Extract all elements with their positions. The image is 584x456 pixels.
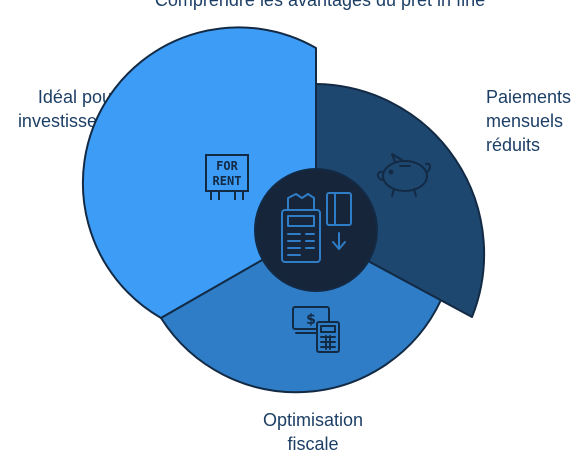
money-calculator-icon: $ bbox=[292, 306, 340, 353]
pie-diagram: FOR RENT $ bbox=[81, 26, 486, 394]
segment-right bbox=[315, 83, 486, 318]
calculator-card-icon bbox=[281, 192, 352, 263]
for-rent-sign-icon: FOR RENT bbox=[205, 154, 249, 200]
segment-label-right: Paiements mensuels réduits bbox=[486, 85, 571, 157]
segment-label-line: Optimisation bbox=[262, 410, 364, 430]
segment-bottom bbox=[160, 229, 442, 394]
svg-text:$: $ bbox=[306, 312, 316, 328]
page-title: Comprendre les avantages du prêt in fine bbox=[154, 0, 486, 10]
for-rent-text-line: RENT bbox=[213, 174, 242, 188]
segment-label-line: réduits bbox=[486, 135, 541, 155]
piggy-bank-icon bbox=[376, 153, 431, 197]
center-circle bbox=[254, 168, 378, 292]
segment-label-line: Paiements bbox=[486, 87, 572, 107]
segment-label-line: mensuels bbox=[486, 111, 564, 131]
for-rent-text-line: FOR bbox=[216, 159, 238, 173]
